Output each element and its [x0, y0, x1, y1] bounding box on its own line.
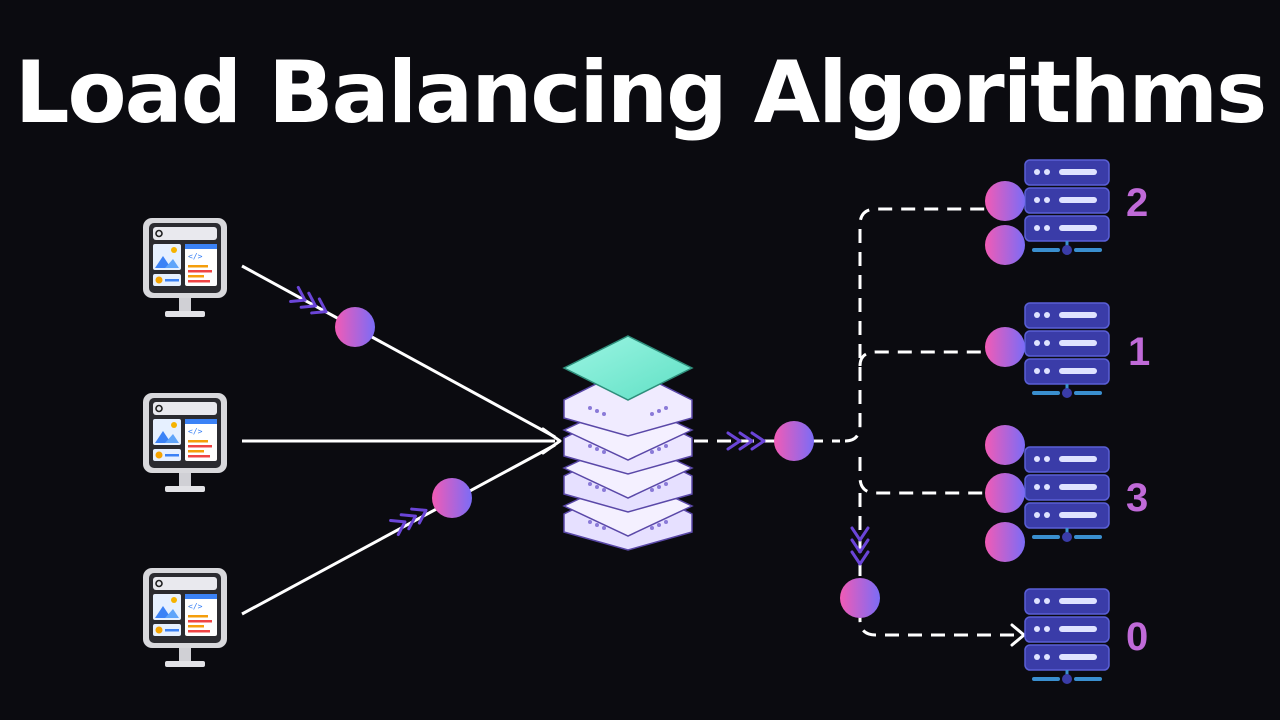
queued-packet — [985, 327, 1025, 367]
queued-packet — [985, 473, 1025, 513]
connection-line — [241, 443, 556, 616]
server-request-count: 2 — [1126, 181, 1148, 225]
server-request-count: 0 — [1126, 615, 1148, 659]
queued-packet — [985, 522, 1025, 562]
connection-line — [241, 264, 556, 439]
client-desktop-icon — [142, 392, 228, 493]
request-packet — [335, 307, 375, 347]
client-desktop-icon — [142, 217, 228, 318]
arrowhead — [541, 427, 562, 455]
server-rack-icon — [1023, 445, 1111, 544]
server-rack-icon — [1023, 301, 1111, 400]
queued-packet — [985, 181, 1025, 221]
client-connections — [241, 264, 562, 616]
request-packet — [840, 578, 880, 618]
server-request-count: 3 — [1126, 476, 1148, 520]
queued-packet — [985, 425, 1025, 465]
server-rack-icon — [1023, 158, 1111, 257]
load-balancer-icon — [562, 335, 694, 551]
request-packet — [774, 421, 814, 461]
client-desktop-icon — [142, 567, 228, 668]
server-rack-icon — [1023, 587, 1111, 686]
page-title: Load Balancing Algorithms — [14, 43, 1268, 143]
queued-packet — [985, 225, 1025, 265]
distribution-lines — [694, 207, 1018, 637]
server-request-count: 1 — [1128, 330, 1150, 374]
arrowhead — [1010, 623, 1026, 647]
request-packet — [432, 478, 472, 518]
